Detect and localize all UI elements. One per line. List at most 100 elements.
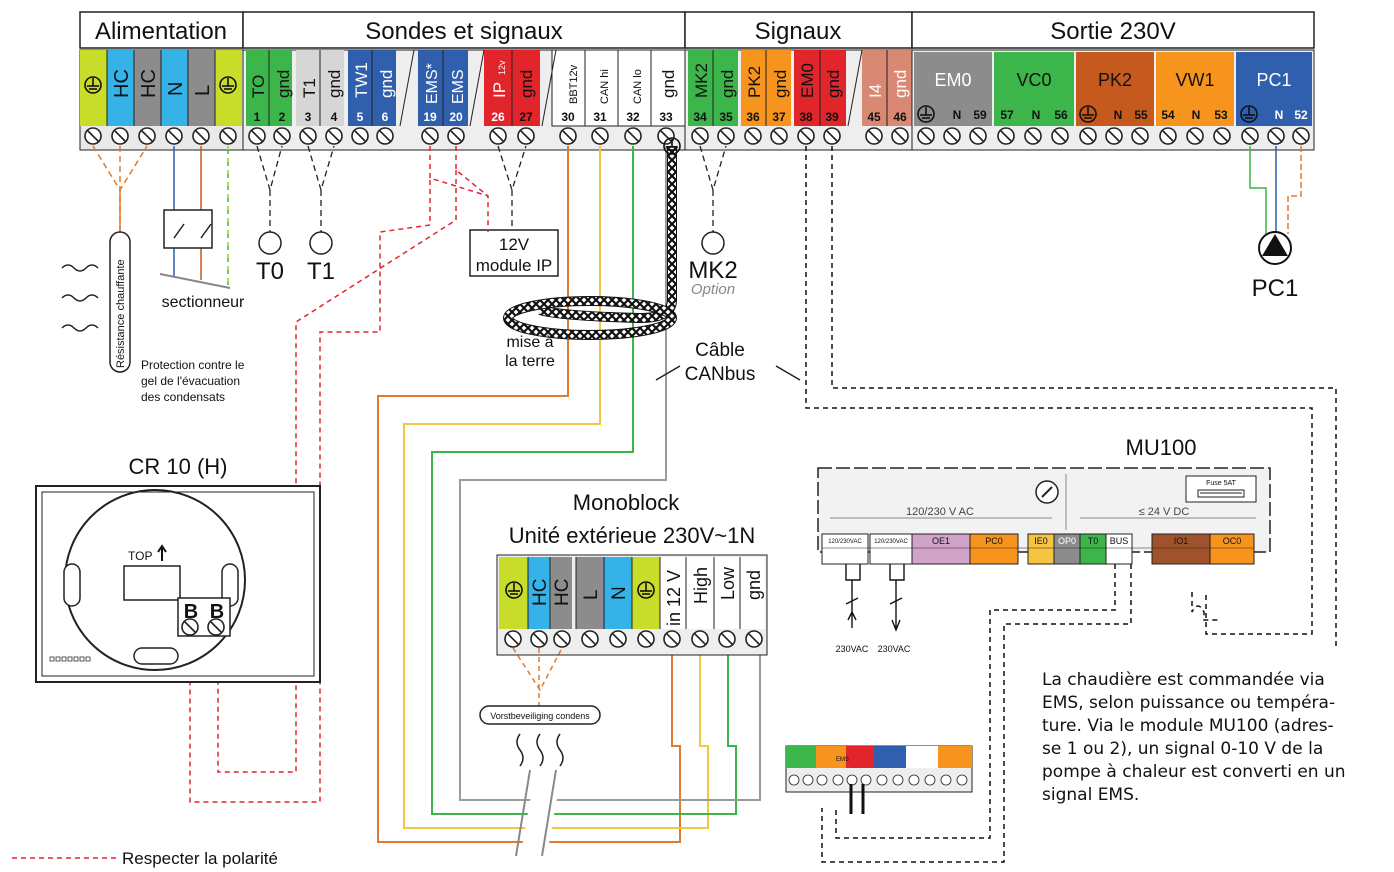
header-row: Alimentation Sondes et signaux Signaux S…	[79, 11, 1315, 49]
mu-term-label: OC0	[1223, 536, 1242, 546]
sortie-label: PC1	[1256, 70, 1291, 90]
terminal-number: 38	[799, 110, 813, 124]
terminal-number: 27	[519, 110, 533, 124]
sortie-label: VW1	[1175, 70, 1214, 90]
sonde-label: BBT12v	[568, 64, 580, 104]
ip-line1: 12V	[499, 235, 530, 254]
terminal-number: 57	[1000, 108, 1014, 122]
pc1-label: PC1	[1252, 275, 1299, 302]
mono-label: Low	[718, 566, 738, 600]
sonde-label: CAN hi	[599, 69, 611, 104]
sensor-mk2: MK2 Option	[688, 231, 738, 298]
mono-label: High	[691, 567, 711, 604]
canbus-wires	[377, 146, 761, 843]
terminal-number: N	[1114, 108, 1123, 122]
mono-title2: Unité extérieue 230V~1N	[509, 523, 755, 548]
sonde-label: T1	[300, 78, 319, 98]
earth-braid	[503, 137, 681, 340]
sortie-block: EM0 VC0 PK2 VW1 PC1 N 59 57 N 56 N 55 54…	[911, 49, 1315, 151]
cr10-thermostat: CR 10 (H) TOP B B	[35, 454, 321, 683]
mu-term-label: T0	[1088, 536, 1099, 546]
vac-inputs	[845, 564, 905, 632]
mu-dc-label: ≤ 24 V DC	[1139, 506, 1190, 518]
mise-line: mise à	[506, 334, 553, 351]
sortie-label: PK2	[1098, 70, 1132, 90]
terminal-number: 37	[772, 110, 786, 124]
top-label: TOP	[128, 549, 152, 563]
alim-label: N	[165, 82, 187, 96]
mu-term-label: OP0	[1058, 536, 1076, 546]
signal-label: gnd	[891, 70, 910, 98]
t1-label: T1	[307, 258, 335, 285]
sortie-label: EM0	[934, 70, 971, 90]
ems-small-label: EMS	[836, 757, 849, 763]
terminal-number: 6	[382, 110, 389, 124]
vorst-label: Vorstbeveiliging condens	[490, 711, 590, 721]
protection-line: Protection contre le	[141, 358, 245, 372]
alim-label: HC	[111, 69, 133, 98]
mu-term-label: OE1	[932, 536, 950, 546]
protection-line: gel de l'évacuation	[141, 374, 240, 388]
terminal-number: 33	[659, 110, 673, 124]
cr10-title: CR 10 (H)	[128, 454, 227, 479]
ip-sub-label: 12v	[497, 60, 507, 75]
terminal-number: 34	[693, 110, 707, 124]
alim-wires	[92, 145, 231, 289]
mu-ac-label: 120/230 V AC	[906, 506, 974, 518]
note-block: La chaudière est commandée via EMS, selo…	[1042, 670, 1346, 805]
resistance-label: Résistance chauffante	[115, 259, 127, 368]
mono-label: in 12 V	[664, 570, 684, 626]
sonde-label: IP	[490, 82, 509, 98]
pc1-pump: PC1	[1249, 146, 1302, 302]
sensor-t1: T1	[307, 231, 335, 285]
ip-module: 12V module IP	[469, 229, 559, 277]
terminal-number: 36	[746, 110, 760, 124]
sondes-block: TO gnd T1 gnd TW1 gnd EMS* EMS IP 12v gn…	[242, 49, 686, 151]
terminal-number: N	[1032, 108, 1041, 122]
header-sondes: Sondes et signaux	[365, 18, 562, 45]
terminal-number: 52	[1294, 108, 1308, 122]
terminal-number: 20	[449, 110, 463, 124]
ems-polarity-wires	[189, 146, 489, 803]
mono-title1: Monoblock	[573, 490, 680, 515]
vac-label: 230VAC	[878, 644, 911, 654]
mise-line: la terre	[505, 353, 555, 370]
signal-label: EM0	[798, 63, 817, 98]
note-line: se 1 ou 2), un signal 0-10 V de la	[1042, 739, 1323, 759]
mu-term-label: 120/230VAC	[874, 539, 908, 545]
terminal-number: N	[1275, 108, 1284, 122]
ip-line2: module IP	[476, 256, 553, 275]
terminal-number: 30	[561, 110, 575, 124]
boiler-terminal: EMS	[785, 745, 973, 814]
note-line: EMS, selon puissance ou tempéra-	[1042, 693, 1335, 713]
terminal-number: 4	[331, 110, 338, 124]
terminal-number: 2	[279, 110, 286, 124]
terminal-number: 55	[1134, 108, 1148, 122]
signal-label: gnd	[824, 70, 843, 98]
sensor-wires	[256, 145, 727, 232]
sonde-label: gnd	[517, 70, 536, 98]
cable-line: Câble	[695, 340, 745, 361]
mono-label: HC	[552, 579, 573, 606]
cable-line: CANbus	[685, 364, 756, 385]
monoblock: Monoblock Unité extérieue 230V~1N HC HC …	[479, 490, 768, 767]
bus-wires	[821, 564, 1132, 863]
mono-label: HC	[530, 579, 551, 606]
signal-label: MK2	[692, 63, 711, 98]
sonde-label: gnd	[274, 70, 293, 98]
terminal-number: 53	[1214, 108, 1228, 122]
terminal-number: 35	[719, 110, 733, 124]
terminal-number: 45	[867, 110, 881, 124]
mu-term-label: BUS	[1110, 536, 1129, 546]
sonde-label: EMS*	[424, 63, 441, 104]
mono-label: L	[581, 589, 602, 600]
mk2-option: Option	[691, 281, 735, 298]
terminal-number: 31	[593, 110, 607, 124]
alimentation-block: HC HC N L	[79, 49, 244, 151]
terminal-number: 56	[1054, 108, 1068, 122]
signal-label: I4	[866, 84, 885, 98]
legend-label: Respecter la polarité	[122, 849, 278, 868]
sonde-label: CAN lo	[632, 69, 644, 104]
signaux-block: MK2 gnd PK2 gnd EM0 gnd I4 gnd 34 35 36 …	[684, 49, 913, 151]
heating-resistance: Résistance chauffante	[61, 231, 131, 373]
